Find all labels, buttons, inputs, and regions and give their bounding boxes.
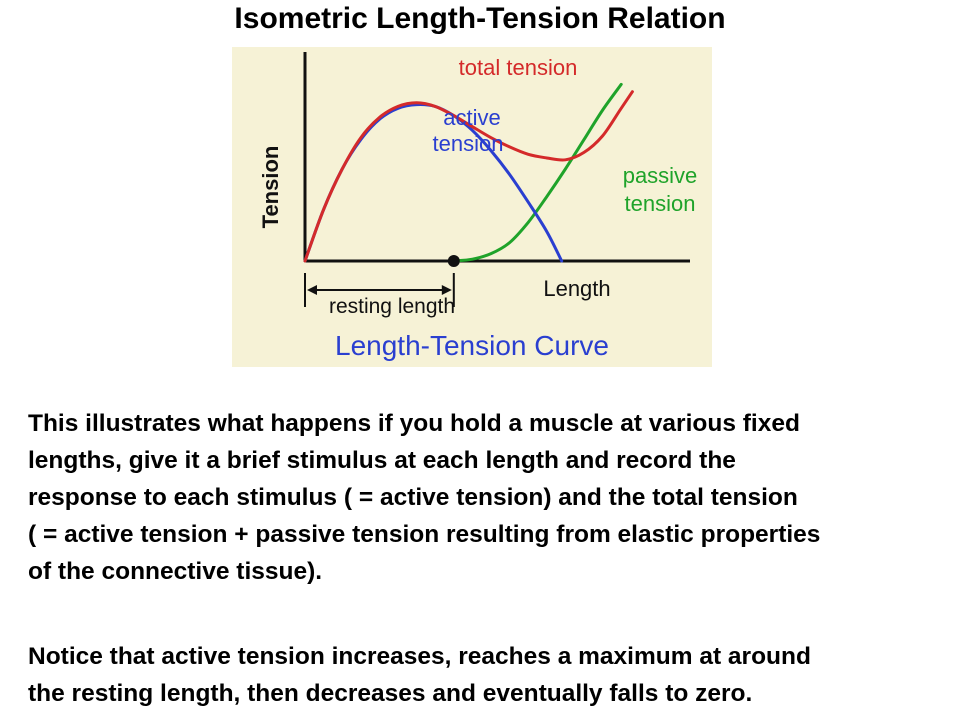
series-label-active-line2: tension	[433, 131, 504, 156]
resting-length-marker	[447, 255, 460, 267]
x-axis-label: Length	[543, 276, 610, 301]
y-axis-label: Tension	[258, 146, 283, 229]
resting-length-label: resting length	[329, 295, 455, 318]
paragraph-line: This illustrates what happens if you hol…	[28, 410, 800, 437]
resting-length-arrow-head-right	[441, 285, 452, 295]
paragraph-line: response to each stimulus ( = active ten…	[28, 484, 798, 511]
chart-title: Length-Tension Curve	[335, 330, 609, 361]
slide-title: Isometric Length-Tension Relation	[234, 2, 726, 35]
paragraph-explanation: This illustrates what happens if you hol…	[28, 405, 938, 590]
series-label-passive-line1: passive	[623, 163, 698, 188]
series-label-total-tension: total tension	[459, 55, 578, 80]
series-label-active-line1: active	[443, 105, 500, 130]
resting-length-arrow-head-left	[307, 285, 317, 295]
paragraph-line: the resting length, then decreases and e…	[28, 680, 753, 707]
length-tension-chart: Tension total tension active tension pas…	[258, 52, 698, 361]
series-line-active-tension	[303, 103, 564, 263]
paragraph-line: lengths, give it a brief stimulus at eac…	[28, 447, 736, 474]
paragraph-notice: Notice that active tension increases, re…	[28, 638, 938, 712]
series-line-passive-tension	[452, 82, 623, 263]
paragraph-line: ( = active tension + passive tension res…	[28, 521, 821, 548]
paragraph-line: Notice that active tension increases, re…	[28, 643, 811, 670]
length-tension-figure: Tension total tension active tension pas…	[232, 47, 712, 367]
series-label-passive-line2: tension	[625, 191, 696, 216]
paragraph-line: of the connective tissue).	[28, 558, 323, 585]
series-line-total-tension	[303, 90, 634, 263]
